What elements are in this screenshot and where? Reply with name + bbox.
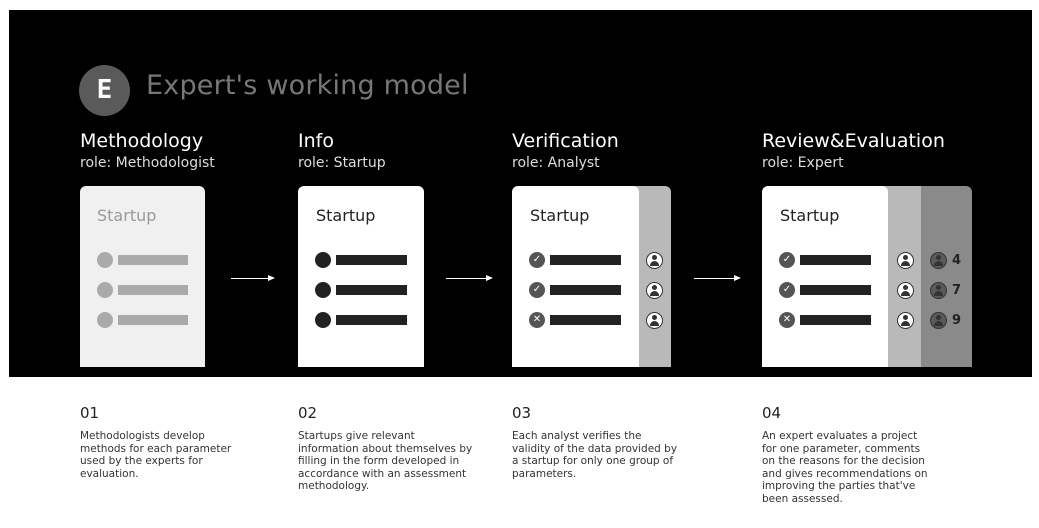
parameter-bar xyxy=(550,255,621,265)
cross-icon: ✕ xyxy=(779,312,795,328)
stage-role-review-evaluation: role: Expert xyxy=(762,155,844,171)
card-info xyxy=(298,186,424,367)
check-icon: ✓ xyxy=(779,282,795,298)
stage-role-info: role: Startup xyxy=(298,155,386,171)
parameter-dot xyxy=(315,282,331,298)
step-number: 02 xyxy=(298,404,318,422)
expert-score: 7 xyxy=(952,283,962,298)
check-icon: ✓ xyxy=(779,252,795,268)
parameter-bar xyxy=(118,315,188,325)
card-label-methodology: Startup xyxy=(97,206,157,225)
card-label-review-evaluation: Startup xyxy=(780,206,840,225)
card-methodology xyxy=(80,186,205,367)
card-label-verification: Startup xyxy=(530,206,590,225)
stage-role-verification: role: Analyst xyxy=(512,155,600,171)
logo: E xyxy=(79,65,130,116)
expert-score: 4 xyxy=(952,253,962,268)
step-number: 04 xyxy=(762,404,782,422)
stage-title-verification: Verification xyxy=(512,130,619,152)
parameter-bar xyxy=(800,285,871,295)
step-description: Each analyst verifies the validity of th… xyxy=(512,430,678,480)
expert-score: 9 xyxy=(952,313,962,328)
card-review-evaluation xyxy=(762,186,888,367)
parameter-bar xyxy=(550,315,621,325)
parameter-bar xyxy=(800,315,871,325)
parameter-bar xyxy=(550,285,621,295)
step-number: 03 xyxy=(512,404,532,422)
person-icon xyxy=(930,282,947,299)
arrow-right-icon xyxy=(446,275,493,281)
parameter-dot xyxy=(315,252,331,268)
parameter-dot xyxy=(97,252,113,268)
parameter-bar xyxy=(118,255,188,265)
step-description: An expert evaluates a project for one pa… xyxy=(762,430,928,505)
person-icon xyxy=(897,282,914,299)
parameter-dot xyxy=(315,312,331,328)
person-icon xyxy=(897,312,914,329)
parameter-bar xyxy=(336,315,407,325)
parameter-bar xyxy=(336,255,407,265)
stage-title-review-evaluation: Review&Evaluation xyxy=(762,130,945,152)
person-icon xyxy=(930,252,947,269)
stage-title-methodology: Methodology xyxy=(80,130,204,152)
step-description: Methodologists develop methods for each … xyxy=(80,430,232,480)
person-icon xyxy=(646,282,663,299)
check-icon: ✓ xyxy=(529,252,545,268)
parameter-bar xyxy=(336,285,407,295)
person-icon xyxy=(897,252,914,269)
cross-icon: ✕ xyxy=(529,312,545,328)
parameter-bar xyxy=(118,285,188,295)
arrow-right-icon xyxy=(231,275,275,281)
stage-title-info: Info xyxy=(298,130,334,152)
person-icon xyxy=(646,312,663,329)
check-icon: ✓ xyxy=(529,282,545,298)
page-title: Expert's working model xyxy=(146,70,469,101)
stage-role-methodology: role: Methodologist xyxy=(80,155,215,171)
logo-letter: E xyxy=(96,75,113,105)
parameter-dot xyxy=(97,282,113,298)
parameter-bar xyxy=(800,255,871,265)
card-verification xyxy=(512,186,639,367)
step-description: Startups give relevant information about… xyxy=(298,430,473,492)
person-icon xyxy=(646,252,663,269)
person-icon xyxy=(930,312,947,329)
step-number: 01 xyxy=(80,404,100,422)
parameter-dot xyxy=(97,312,113,328)
arrow-right-icon xyxy=(694,275,741,281)
card-label-info: Startup xyxy=(316,206,376,225)
